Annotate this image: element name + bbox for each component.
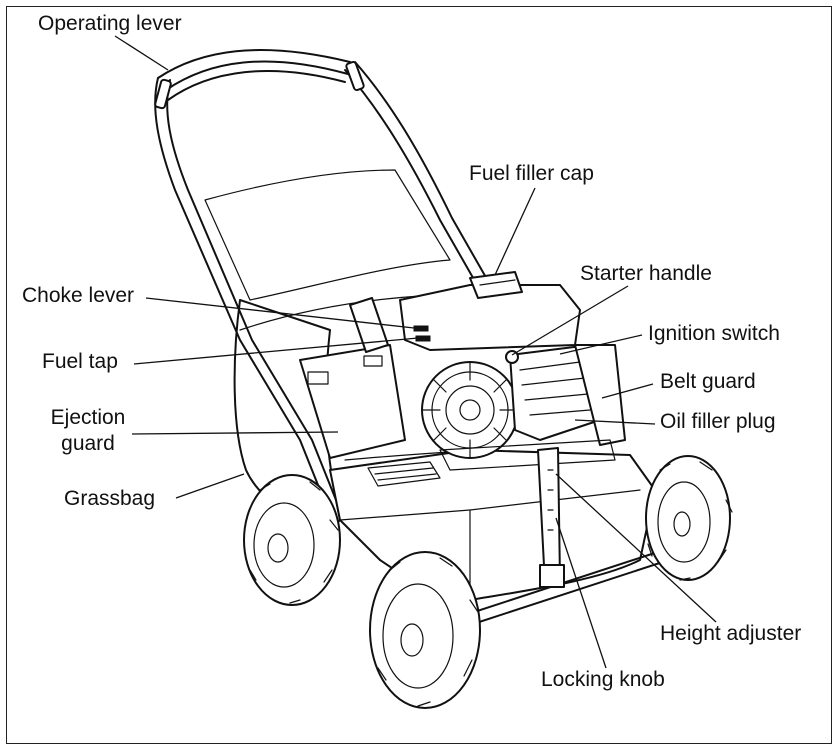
ejection-guard-shape (299, 344, 406, 459)
leader-belt-guard (601, 383, 654, 399)
label-fuel-filler-cap: Fuel filler cap (469, 162, 594, 185)
label-locking-knob: Locking knob (541, 668, 665, 691)
leader-fuel-tap (133, 337, 419, 365)
rear-left-wheel (243, 474, 341, 606)
height-adjuster-shape (537, 447, 565, 588)
leader-choke-lever (145, 297, 415, 329)
label-belt-guard: Belt guard (660, 370, 756, 393)
leader-lines (114, 35, 717, 669)
leader-starter-handle (511, 285, 629, 356)
leader-ejection-guard (131, 431, 339, 435)
label-ignition-switch: Ignition switch (648, 322, 780, 345)
leader-operating-lever (114, 35, 169, 71)
right-wheel (645, 455, 733, 581)
label-ejection-guard-line1: Ejection (50, 406, 126, 429)
bag-top (204, 169, 451, 331)
handle-frame (154, 49, 513, 516)
leader-grassbag (175, 473, 245, 499)
label-ejection-guard-line2: guard (61, 432, 115, 455)
leader-fuel-filler-cap (494, 187, 536, 276)
label-height-adjuster: Height adjuster (660, 622, 802, 645)
label-choke-lever: Choke lever (22, 284, 135, 307)
label-oil-filler-plug: Oil filler plug (660, 410, 776, 433)
leader-height-adjuster (555, 473, 717, 623)
leader-ignition-switch (559, 334, 643, 355)
label-grassbag: Grassbag (64, 487, 156, 510)
label-fuel-tap: Fuel tap (42, 350, 118, 373)
leader-oil-filler-plug (574, 419, 656, 425)
label-operating-lever: Operating lever (38, 12, 182, 35)
label-starter-handle: Starter handle (580, 262, 712, 285)
front-left-wheel (369, 551, 481, 709)
leader-locking-knob (555, 517, 607, 669)
engine (349, 271, 626, 471)
